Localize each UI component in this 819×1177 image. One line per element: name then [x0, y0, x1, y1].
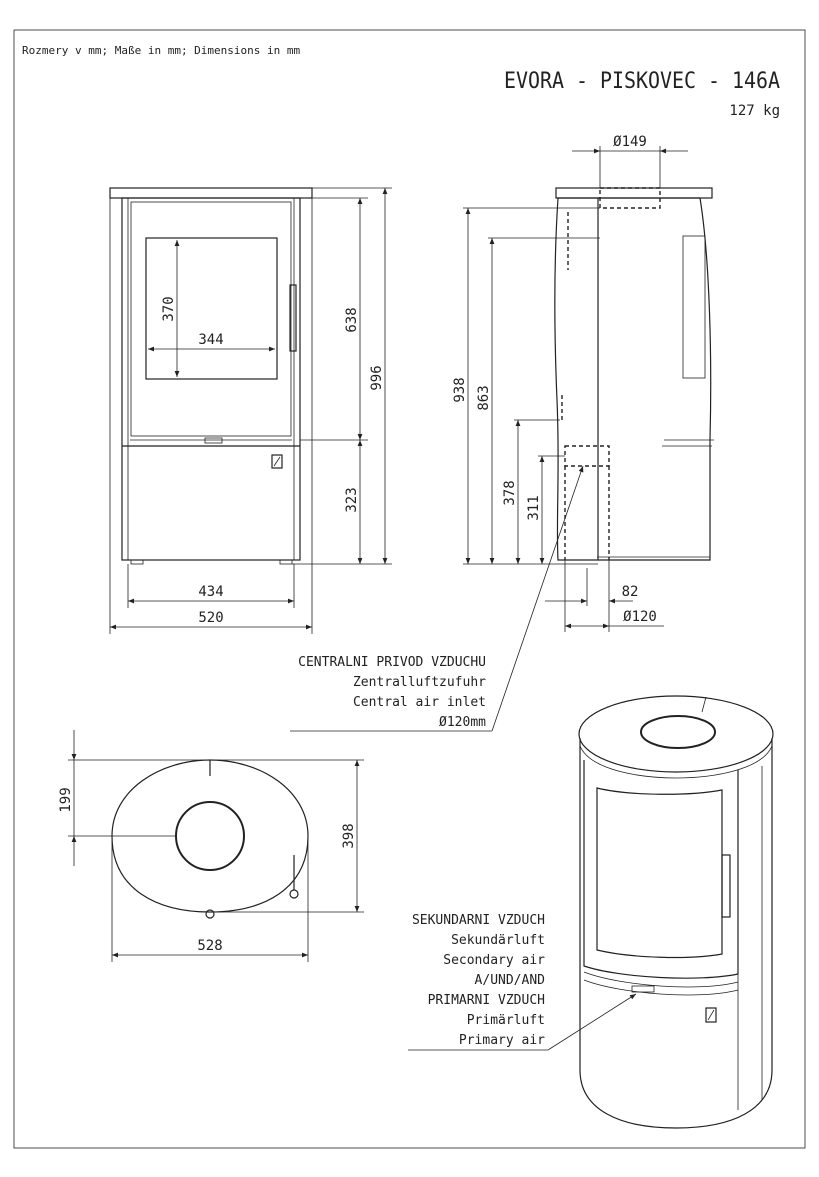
perspective-top	[578, 695, 774, 773]
side-vent	[682, 235, 706, 379]
dim-window-width: 344	[198, 332, 223, 348]
dim-flue-diameter: Ø149	[613, 134, 647, 150]
weight-label: 127 kg	[729, 103, 780, 119]
air-label-7: Primary air	[459, 1033, 545, 1048]
dim-top-width: 528	[197, 938, 222, 954]
drawing-border	[13, 29, 806, 1149]
central-air-line-2: Zentralluftzufuhr	[353, 675, 486, 690]
air-label-2: Sekundärluft	[451, 933, 545, 948]
side-view: Ø149 938 863 378 311 82 Ø120	[452, 134, 714, 632]
dim-inlet-diameter: Ø120	[623, 609, 657, 625]
central-air-line-4: Ø120mm	[439, 715, 486, 730]
lower-handle-icon	[271, 454, 283, 469]
air-slider	[204, 437, 223, 444]
perspective-air-slider	[631, 985, 655, 993]
side-knob	[289, 889, 299, 899]
dim-inlet-height-center: 311	[526, 495, 542, 520]
dim-lower-height: 323	[344, 487, 360, 512]
central-air-inlet-hidden	[564, 445, 610, 467]
dim-flue-height-rear: 863	[476, 385, 492, 410]
air-label-6: Primärluft	[467, 1013, 545, 1028]
air-callout: SEKUNDARNI VZDUCH Sekundärluft Secondary…	[408, 913, 637, 1051]
stove-body	[121, 197, 301, 561]
stove-window	[145, 237, 278, 380]
air-label-3: Secondary air	[443, 953, 545, 968]
units-note: Rozmery v mm; Maße in mm; Dimensions in …	[22, 44, 301, 57]
dim-top-depth: 398	[341, 823, 357, 848]
dim-window-height: 370	[161, 296, 177, 321]
central-air-line-3: Central air inlet	[353, 695, 486, 710]
air-label-4: A/UND/AND	[475, 973, 546, 988]
dim-upper-height: 638	[344, 307, 360, 332]
stove-foot-left	[130, 559, 144, 565]
dim-total-height: 996	[369, 365, 385, 390]
top-view: 199 398 528	[58, 730, 364, 962]
dim-outer-width: 520	[198, 610, 223, 626]
flue-outlet-hidden	[599, 187, 661, 209]
air-label-5: PRIMARNI VZDUCH	[428, 993, 545, 1008]
side-top-plate	[555, 187, 713, 199]
perspective-handle	[721, 854, 731, 918]
front-view: 370 344 638 323 996 434 520	[109, 187, 392, 634]
door-handle	[289, 284, 297, 352]
front-knob	[205, 909, 215, 919]
perspective-flue-ring	[640, 715, 716, 749]
central-air-line-1: CENTRALNI PRIVOD VZDUCHU	[298, 655, 486, 670]
stove-top-plate	[109, 187, 313, 199]
stove-door	[130, 201, 292, 437]
flue-outlet-circle	[175, 801, 245, 871]
air-label-1: SEKUNDARNI VZDUCH	[412, 913, 545, 928]
perspective-window	[596, 787, 723, 959]
perspective-body	[579, 738, 773, 1129]
dim-flue-height-top: 938	[452, 377, 468, 402]
model-title: EVORA - PISKOVEC - 146A	[504, 69, 780, 94]
stove-foot-right	[279, 559, 293, 565]
perspective-door	[583, 760, 739, 979]
central-air-callout: CENTRALNI PRIVOD VZDUCHU Zentralluftzufu…	[290, 465, 584, 732]
dim-inlet-height-top: 378	[502, 480, 518, 505]
perspective-view	[578, 695, 774, 1129]
dim-inner-width: 434	[198, 584, 223, 600]
dim-inlet-offset: 82	[622, 584, 639, 600]
perspective-lower-icon	[705, 1007, 717, 1023]
dim-top-flue-offset: 199	[58, 787, 74, 812]
